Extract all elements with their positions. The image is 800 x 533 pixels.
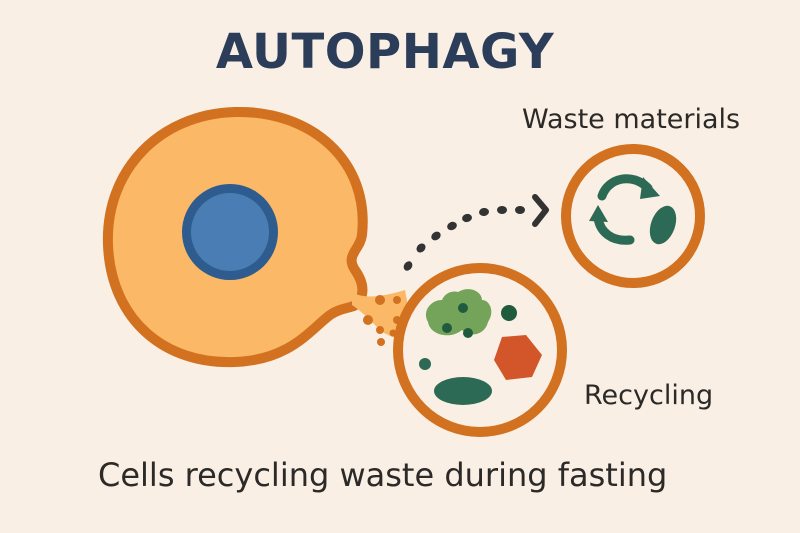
autophagosome xyxy=(393,263,567,437)
hexagon-particle xyxy=(494,335,542,380)
small-dark-particle xyxy=(501,305,517,321)
waste-circle xyxy=(561,144,705,288)
diagram-title: AUTOPHAGY xyxy=(215,24,555,80)
waste-oval xyxy=(649,205,677,245)
nucleus-inner xyxy=(191,193,269,271)
recycling-label: Recycling xyxy=(584,380,714,411)
organelle-blob xyxy=(425,289,492,336)
caption: Cells recycling waste during fasting xyxy=(98,456,668,494)
oval-particle xyxy=(434,377,492,405)
recycle-arrows-icon xyxy=(589,174,660,245)
cell xyxy=(102,106,415,368)
small-teal-particle xyxy=(419,358,431,370)
dotted-arrow-icon xyxy=(403,194,549,271)
waste-materials-label: Waste materials xyxy=(522,104,741,135)
